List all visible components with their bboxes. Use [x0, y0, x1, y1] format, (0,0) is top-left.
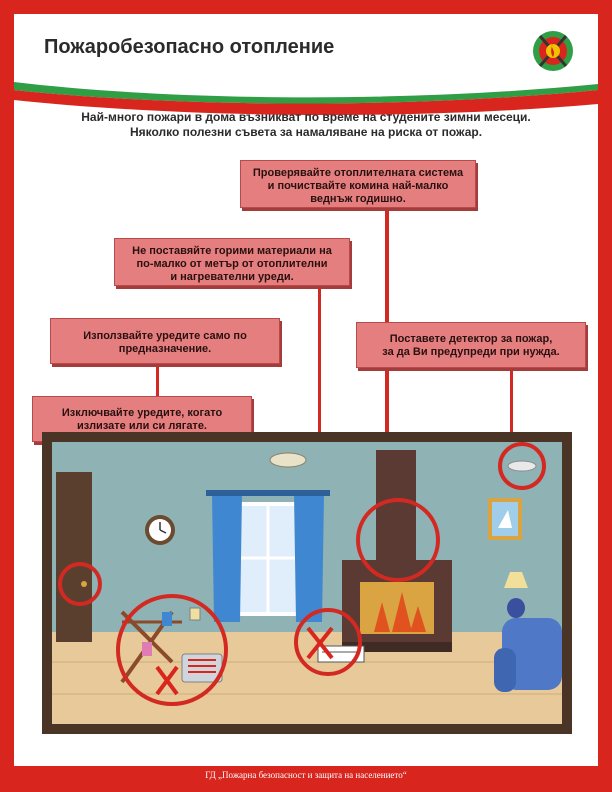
flag-swoosh [14, 82, 598, 116]
tip-purpose-line-2: предназначение. [118, 343, 212, 355]
tip-detector-line-1: Поставете детектор за пожар, [389, 333, 553, 345]
door [56, 472, 92, 642]
curtain-left [212, 494, 242, 622]
tip-detector-line-2: за да Ви предупреди при нужда. [382, 346, 560, 358]
highlight-circle-heater [116, 594, 228, 706]
tip-inspect-line-1: Проверявайте отоплителната система [252, 167, 464, 179]
smoke-detector-icon [507, 460, 537, 472]
door-knob [81, 581, 87, 587]
room-floor [52, 632, 562, 724]
fire-service-emblem-icon [533, 31, 573, 71]
intro-line-1: Най-много пожари в дома възникват по вре… [81, 110, 531, 124]
tip-use-as-intended: Използвайте уредите само по предназначен… [50, 318, 280, 364]
connector-line-inspect [385, 210, 389, 540]
tip-fire-detector: Поставете детектор за пожар, за да Ви пр… [356, 322, 586, 368]
tip-inspect-line-3: веднъж годишно. [310, 193, 406, 205]
tip-distance-flammables: Не поставяйте горими материали на по-мал… [114, 238, 350, 286]
page-title: Пожаробезопасно отопление [44, 36, 335, 58]
wall-socket [189, 607, 201, 621]
armchair [494, 618, 562, 692]
connector-line-detector [510, 370, 513, 454]
tip-distance-line-2: по-малко от метър от отоплителни [136, 258, 328, 270]
footer-caption: ГД „Пожарна безопасност и защита на насе… [205, 770, 407, 780]
tip-switch-off-line-2: излизате или си лягате. [76, 420, 207, 432]
tip-inspect-line-2: и почиствайте комина най-малко [267, 180, 449, 192]
clock-icon [145, 515, 175, 545]
highlight-circle-chimney [356, 498, 440, 582]
highlight-circle-door [58, 562, 102, 606]
highlight-circle-newspapers [294, 608, 362, 676]
table-lamp [504, 572, 528, 618]
ceiling-lamp [269, 452, 307, 468]
cross-mark-icon-2 [306, 626, 334, 660]
tip-inspect-heating: Проверявайте отоплителната система и поч… [240, 160, 476, 208]
room-illustration [42, 432, 572, 734]
drying-rack [120, 610, 182, 684]
intro-line-2: Няколко полезни съвета за намаляване на … [129, 125, 483, 139]
tip-distance-line-3: и нагревателни уреди. [170, 271, 294, 283]
curtain-right [294, 494, 324, 622]
picture-frame [488, 498, 522, 540]
tip-purpose-line-1: Използвайте уредите само по [83, 330, 247, 342]
intro-text: Най-много пожари в дома възникват по вре… [34, 110, 578, 140]
poster-page: Пожаробезопасно отопление Най-много пожа… [14, 14, 598, 766]
highlight-circle-detector [498, 442, 546, 490]
tip-switch-off-line-1: Изключвайте уредите, когато [61, 407, 223, 419]
cross-mark-icon [155, 665, 179, 696]
tip-distance-line-1: Не поставяйте горими материали на [132, 245, 332, 257]
